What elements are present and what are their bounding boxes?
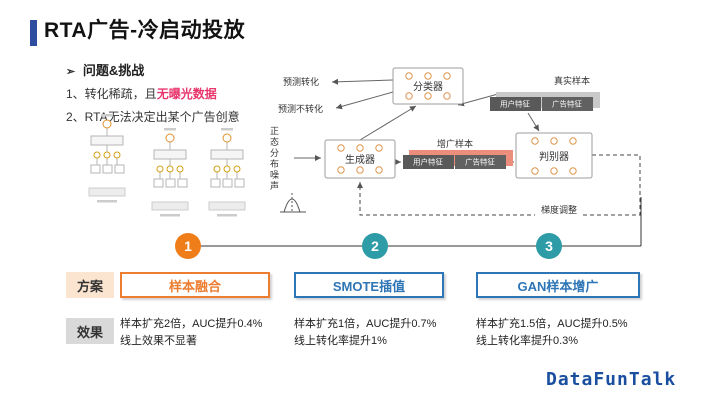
challenge-line-1: 1、转化稀疏，且无曝光数据 [66, 85, 286, 102]
gradient-adjust-label: 梯度调整 [541, 204, 577, 215]
page-title: RTA广告-冷启动投放 [44, 19, 246, 42]
effect-2-line-1: 样本扩充1倍，AUC提升0.7% [294, 318, 437, 330]
augmented-samples-label: 增广样本 [437, 138, 473, 149]
effect-1-line-2: 线上效果不显著 [120, 335, 197, 347]
augmented-ad-feature-bar [455, 155, 506, 169]
challenge-line-1-text: 1、转化稀疏，且 [66, 87, 157, 101]
plan-smote: SMOTE插值 [294, 272, 444, 298]
effect-block-2: 样本扩充1倍，AUC提升0.7% 线上转化率提升1% [294, 316, 466, 350]
real-ad-feature-label: 广告特征 [552, 99, 582, 109]
arrow-bullet-icon: ➢ [66, 66, 76, 78]
noise-label: 正态分布噪声 [269, 126, 279, 192]
generator-box: 生成器 [324, 139, 396, 179]
effect-1-line-1: 样本扩充2倍，AUC提升0.4% [120, 318, 263, 330]
arrow-predict-convert [331, 78, 394, 85]
gan-diagram: 梯度调整 分类器 生成器 [278, 67, 641, 216]
gradient-label-bg [535, 203, 583, 216]
augmented-user-feature-label: 用户特征 [413, 157, 443, 167]
real-ad-feature-bar [542, 97, 593, 111]
arrow-real-to-classifier [457, 93, 499, 107]
effect-block-1: 样本扩充2倍，AUC提升0.4% 线上效果不显著 [120, 316, 292, 350]
effect-block-3: 样本扩充1.5倍，AUC提升0.5% 线上转化率提升0.3% [476, 316, 662, 350]
plan-row-label: 方案 [66, 272, 114, 298]
step-circle-3: 3 [536, 233, 562, 259]
challenges-heading-row: ➢ 问题&挑战 [66, 60, 286, 79]
effect-row-label: 效果 [66, 318, 114, 344]
predict-convert-label: 预测转化 [283, 76, 319, 87]
datafuntalk-logo: DataFunTalk [546, 369, 677, 390]
arrow-real-to-discriminator [527, 112, 540, 132]
predict-no-convert-label: 预测不转化 [278, 103, 323, 114]
title-accent-bar [30, 20, 37, 46]
classifier-box: 分类器 [392, 67, 464, 105]
effect-2-line-2: 线上转化率提升1% [294, 335, 387, 347]
discriminator-box: 判别器 [515, 132, 593, 179]
model-architecture-sketch [88, 114, 246, 217]
real-user-feature-bar [490, 97, 541, 111]
effect-3-line-1: 样本扩充1.5倍，AUC提升0.5% [476, 318, 628, 330]
real-user-feature-label: 用户特征 [500, 99, 530, 109]
effect-3-line-2: 线上转化率提升0.3% [476, 335, 579, 347]
classifier-label: 分类器 [413, 80, 443, 93]
challenges-heading: 问题&挑战 [82, 63, 145, 78]
augmented-user-feature-bar [403, 155, 454, 169]
step-circle-2: 2 [362, 233, 388, 259]
real-samples-group: 真实样本 用户特征 广告特征 [490, 75, 600, 111]
normal-distribution-icon [280, 193, 306, 213]
challenge-highlight: 无曝光数据 [156, 87, 217, 101]
arrow-predict-no-convert [335, 91, 394, 110]
real-samples-label: 真实样本 [554, 75, 590, 86]
discriminator-label: 判别器 [539, 151, 569, 163]
gradient-feedback-path [357, 154, 641, 216]
augmented-ad-feature-label: 广告特征 [465, 157, 495, 167]
generator-label: 生成器 [345, 153, 375, 166]
plan-sample-fusion: 样本融合 [120, 272, 270, 298]
step-circle-1: 1 [175, 233, 201, 259]
augmented-samples-group: 增广样本 用户特征 广告特征 [403, 138, 513, 169]
plan-gan-augmentation: GAN样本增广 [476, 272, 640, 298]
arrow-generator-to-classifier [359, 105, 417, 141]
